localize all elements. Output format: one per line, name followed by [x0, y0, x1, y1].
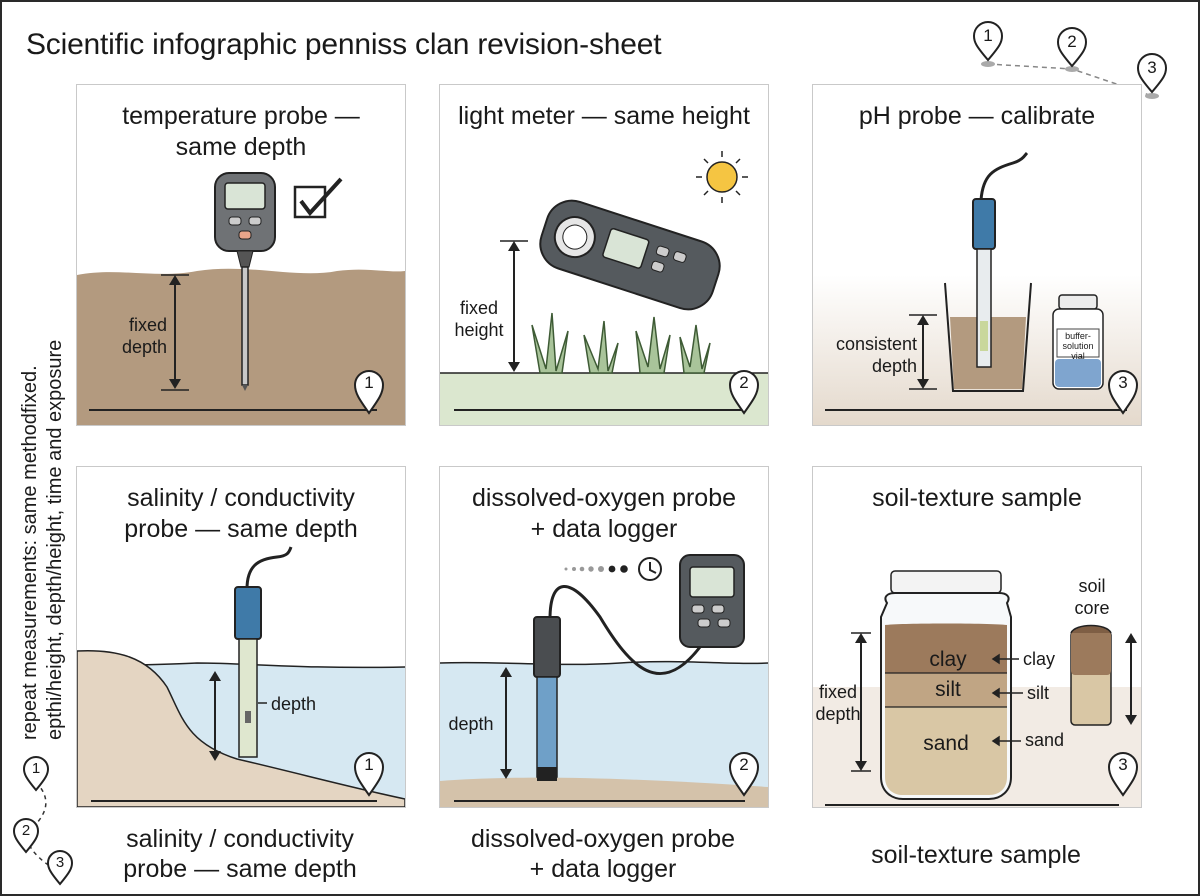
caption-salinity: salinity / conductivity — [126, 825, 354, 853]
side-caption: repeat measurements: same methodfixed. e… — [19, 339, 66, 740]
route-side-1: 1 — [31, 760, 41, 777]
map-pin-icon — [353, 370, 385, 415]
panel-pin: 3 — [1118, 373, 1128, 392]
panel-pin: 3 — [1118, 755, 1128, 774]
ph-probe-illustration — [813, 151, 1141, 425]
depth-label: fixed — [818, 682, 858, 702]
panel-soil-texture: soil-texture sample clay silt sand clay … — [812, 466, 1142, 808]
light-meter-illustration — [440, 151, 768, 425]
depth-label: fixed — [128, 315, 167, 335]
route-side-3: 3 — [55, 854, 65, 871]
panel-temperature-probe: temperature probe — same depth fixed dep… — [76, 84, 406, 426]
side-label-clay: clay — [1023, 649, 1056, 669]
dissolved-oxygen-illustration — [440, 554, 768, 807]
vial-label: buffer- — [1065, 331, 1091, 341]
map-pin-icon — [353, 752, 385, 797]
page-title: Scientific infographic penniss clan revi… — [26, 28, 662, 61]
map-pin-icon — [728, 370, 760, 415]
depth-label: depth — [448, 714, 494, 734]
map-pin-icon — [46, 850, 74, 886]
map-pin-icon — [22, 756, 50, 792]
depth-label: depth — [121, 337, 167, 357]
panel-title: pH probe — calibrate — [858, 102, 1096, 130]
clock-icon — [638, 557, 662, 581]
caption-dissolved-oxygen: dissolved-oxygen probe — [470, 825, 736, 853]
route-top-3: 3 — [1147, 58, 1157, 77]
vial-label: vial — [1071, 351, 1085, 361]
layer-sand: sand — [923, 732, 969, 755]
salinity-probe-illustration — [77, 546, 405, 807]
depth-label: consistent — [835, 334, 917, 354]
panel-salinity-probe: salinity / conductivity probe — same dep… — [76, 466, 406, 808]
map-pin-icon — [1056, 27, 1088, 68]
depth-label: depth — [815, 704, 861, 724]
panel-title: soil-texture sample — [872, 484, 1082, 512]
route-top-1: 1 — [983, 26, 993, 45]
soil-texture-illustration — [813, 570, 1141, 807]
panel-title: salinity / conductivity — [127, 484, 355, 512]
depth-label: depth — [871, 356, 917, 376]
map-pin-icon — [1136, 53, 1168, 94]
panel-pin: 2 — [739, 755, 749, 774]
panel-title: + data logger — [530, 515, 678, 543]
height-label: height — [454, 320, 504, 340]
route-side-2: 2 — [21, 822, 31, 839]
panel-dissolved-oxygen-probe: dissolved-oxygen probe + data logger dep… — [439, 466, 769, 808]
layer-clay: clay — [929, 648, 967, 671]
side-label-sand: sand — [1025, 730, 1065, 750]
depth-label: depth — [271, 694, 317, 714]
caption-soil-texture: soil-texture sample — [871, 841, 1081, 869]
route-top-markers — [972, 21, 1168, 99]
core-label: core — [1074, 598, 1110, 618]
panel-title: light meter — same height — [458, 102, 750, 130]
map-pin-icon — [972, 21, 1004, 62]
map-pin-icon — [1107, 370, 1139, 415]
route-side-markers — [12, 756, 74, 886]
vial-label: solution — [1062, 341, 1094, 351]
panel-title: temperature probe — — [122, 102, 360, 130]
caption-dissolved-oxygen: + data logger — [529, 855, 677, 883]
panel-pin: 1 — [364, 755, 374, 774]
core-label: soil — [1078, 576, 1106, 596]
panel-title: probe — same depth — [124, 515, 358, 543]
panel-title: dissolved-oxygen probe — [471, 484, 737, 512]
panel-title: same depth — [175, 133, 307, 161]
height-label: fixed — [459, 298, 499, 318]
panel-pin: 1 — [364, 373, 374, 392]
route-top-2: 2 — [1067, 32, 1077, 51]
light-meter-device — [539, 199, 721, 311]
buffer-vial — [1052, 294, 1104, 390]
panel-pin: 2 — [739, 373, 749, 392]
map-pin-icon — [728, 752, 760, 797]
sun-icon — [696, 151, 748, 203]
temperature-probe-illustration — [77, 172, 405, 425]
panel-ph-probe: pH probe — calibrate consistent depth bu… — [812, 84, 1142, 426]
caption-salinity: probe — same depth — [123, 855, 357, 883]
map-pin-icon — [1107, 752, 1139, 797]
layer-silt: silt — [935, 678, 961, 701]
side-label-silt: silt — [1027, 683, 1049, 703]
panel-light-meter: light meter — same height fixed height 2 — [439, 84, 769, 426]
map-pin-icon — [12, 818, 40, 854]
